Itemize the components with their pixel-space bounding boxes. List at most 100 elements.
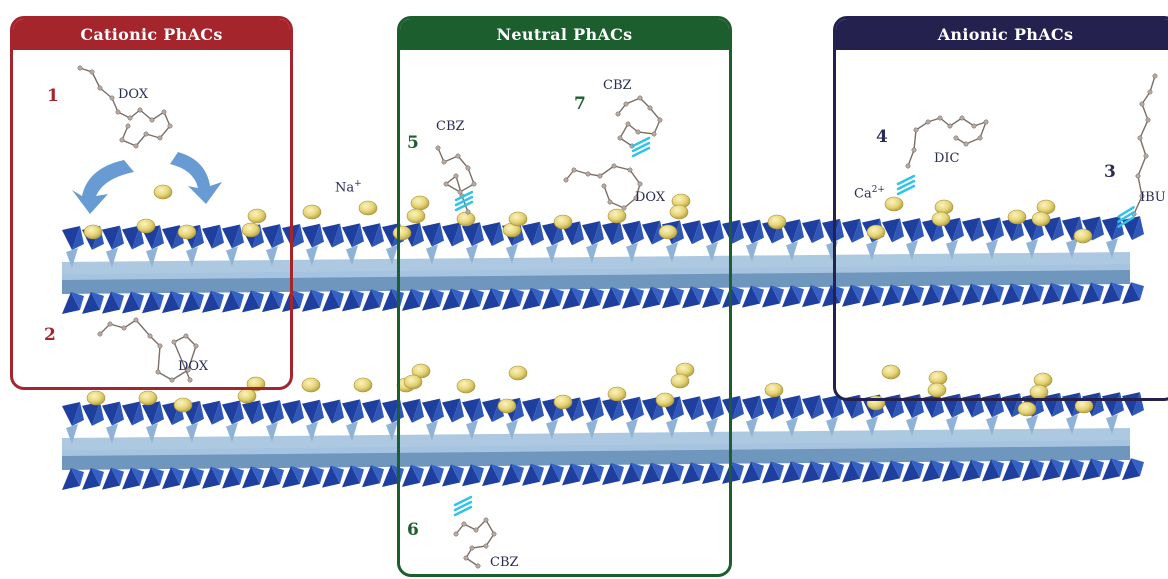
tetrahedron-face xyxy=(851,284,864,303)
octahedron-facet xyxy=(546,243,558,264)
molecule-3-number: 3 xyxy=(1104,162,1116,182)
tetrahedron xyxy=(482,222,500,247)
octahedron-facet xyxy=(346,245,358,266)
dox-molecule-2-atom xyxy=(133,317,139,323)
tetrahedron-face xyxy=(891,284,904,303)
octahedron-facet xyxy=(586,243,598,264)
tetrahedron-face xyxy=(331,465,344,484)
cbz-molecule-5-atom xyxy=(435,145,441,151)
tetrahedron-face xyxy=(511,463,524,482)
tetrahedron-face xyxy=(131,291,144,310)
dox-molecule-1-atom xyxy=(143,131,149,137)
tetrahedron xyxy=(122,291,140,314)
tetrahedron-face xyxy=(351,289,364,308)
tetrahedron xyxy=(482,398,500,423)
dox-molecule-2-atom xyxy=(155,369,161,375)
octahedron-facet xyxy=(186,422,198,443)
cation-sphere xyxy=(456,378,476,394)
octahedron-facet xyxy=(466,244,478,265)
cbz-molecule-6-atom xyxy=(461,521,467,527)
tetrahedron xyxy=(682,462,700,485)
cation-sphere xyxy=(358,200,378,216)
tetrahedron xyxy=(1022,283,1040,306)
molecule-1-number: 1 xyxy=(47,86,59,106)
dox-molecule-1-atom xyxy=(77,65,83,71)
tetrahedron-face xyxy=(951,283,964,302)
tetrahedron xyxy=(702,462,720,485)
tetrahedron xyxy=(1002,283,1020,306)
ibu-molecule-3-atom xyxy=(1143,153,1149,159)
tetrahedron-face xyxy=(612,220,624,245)
cation-sphere xyxy=(1017,401,1037,417)
tetrahedron-face xyxy=(1011,283,1024,302)
tetrahedron xyxy=(662,462,680,485)
dox-molecule-1-atom xyxy=(133,143,139,149)
tetrahedron-face xyxy=(732,219,744,244)
ibu-molecule-3-atom xyxy=(1139,193,1145,199)
tetrahedron-face xyxy=(232,224,244,249)
tetrahedron xyxy=(782,395,800,420)
cation-sphere xyxy=(411,363,431,379)
interlayer-cations xyxy=(83,184,1094,417)
tetrahedron xyxy=(62,402,80,426)
tetrahedron xyxy=(822,460,840,483)
tetrahedron-face xyxy=(591,287,604,306)
tetrahedron-face xyxy=(792,219,804,244)
octahedron-facet xyxy=(506,243,518,264)
tetrahedron xyxy=(102,225,120,250)
tetrahedron-face xyxy=(791,461,804,480)
octahedron-facet xyxy=(706,418,718,439)
tetrahedron xyxy=(582,287,600,310)
tetrahedron xyxy=(102,401,120,426)
tetrahedron xyxy=(602,396,620,421)
tetrahedron-face xyxy=(371,465,384,484)
tetrahedron-face xyxy=(532,221,544,246)
octahedron-facet xyxy=(1026,415,1038,436)
cation-sphere xyxy=(177,224,197,240)
tetrahedron xyxy=(122,467,140,490)
tetrahedron xyxy=(422,464,440,487)
cbz-molecule-7-atom xyxy=(657,117,663,123)
dox-molecule-1-atom xyxy=(97,85,103,91)
octahedron-facet xyxy=(626,242,638,263)
tetrahedron-face xyxy=(832,394,844,419)
cbz-molecule-7-atom xyxy=(615,111,621,117)
tetrahedron xyxy=(142,291,160,314)
tetrahedron-face xyxy=(431,288,444,307)
tetrahedron-face xyxy=(1011,459,1024,478)
bond-mark-6 xyxy=(453,505,473,517)
octahedron-facet xyxy=(1066,238,1078,259)
octahedron-facet xyxy=(386,245,398,266)
molecule-6-label: CBZ xyxy=(490,555,519,570)
tetrahedron-face xyxy=(571,287,584,306)
tetrahedron xyxy=(582,463,600,486)
tetrahedron-face xyxy=(152,401,164,426)
ibu-molecule-3-atom xyxy=(1139,101,1145,107)
tetrahedron xyxy=(282,465,300,488)
cation-sphere xyxy=(553,214,573,230)
tetrahedron-face xyxy=(752,219,764,244)
tetrahedron xyxy=(982,459,1000,482)
tetrahedron xyxy=(682,396,700,421)
cation-sphere xyxy=(884,196,904,212)
tetrahedron xyxy=(242,290,260,313)
dox-molecule-1-atom xyxy=(109,95,115,101)
octahedron-facet xyxy=(386,421,398,442)
tetrahedron-face xyxy=(71,292,84,310)
tetrahedron-face xyxy=(432,398,444,423)
tetrahedron xyxy=(442,222,460,247)
tetrahedron-face xyxy=(611,286,624,305)
octahedron-facet xyxy=(626,418,638,439)
tetrahedron xyxy=(562,287,580,310)
tetrahedron xyxy=(242,466,260,489)
tetrahedron xyxy=(782,285,800,308)
tetrahedron xyxy=(482,464,500,487)
tetrahedron-face xyxy=(592,221,604,246)
tetrahedron xyxy=(902,284,920,307)
tetrahedron xyxy=(322,465,340,488)
cbz-molecule-7-atom xyxy=(617,135,623,141)
tetrahedron xyxy=(82,401,100,426)
tetrahedron xyxy=(342,223,360,248)
tetrahedron xyxy=(1102,458,1120,481)
tetrahedron-face xyxy=(751,285,764,304)
